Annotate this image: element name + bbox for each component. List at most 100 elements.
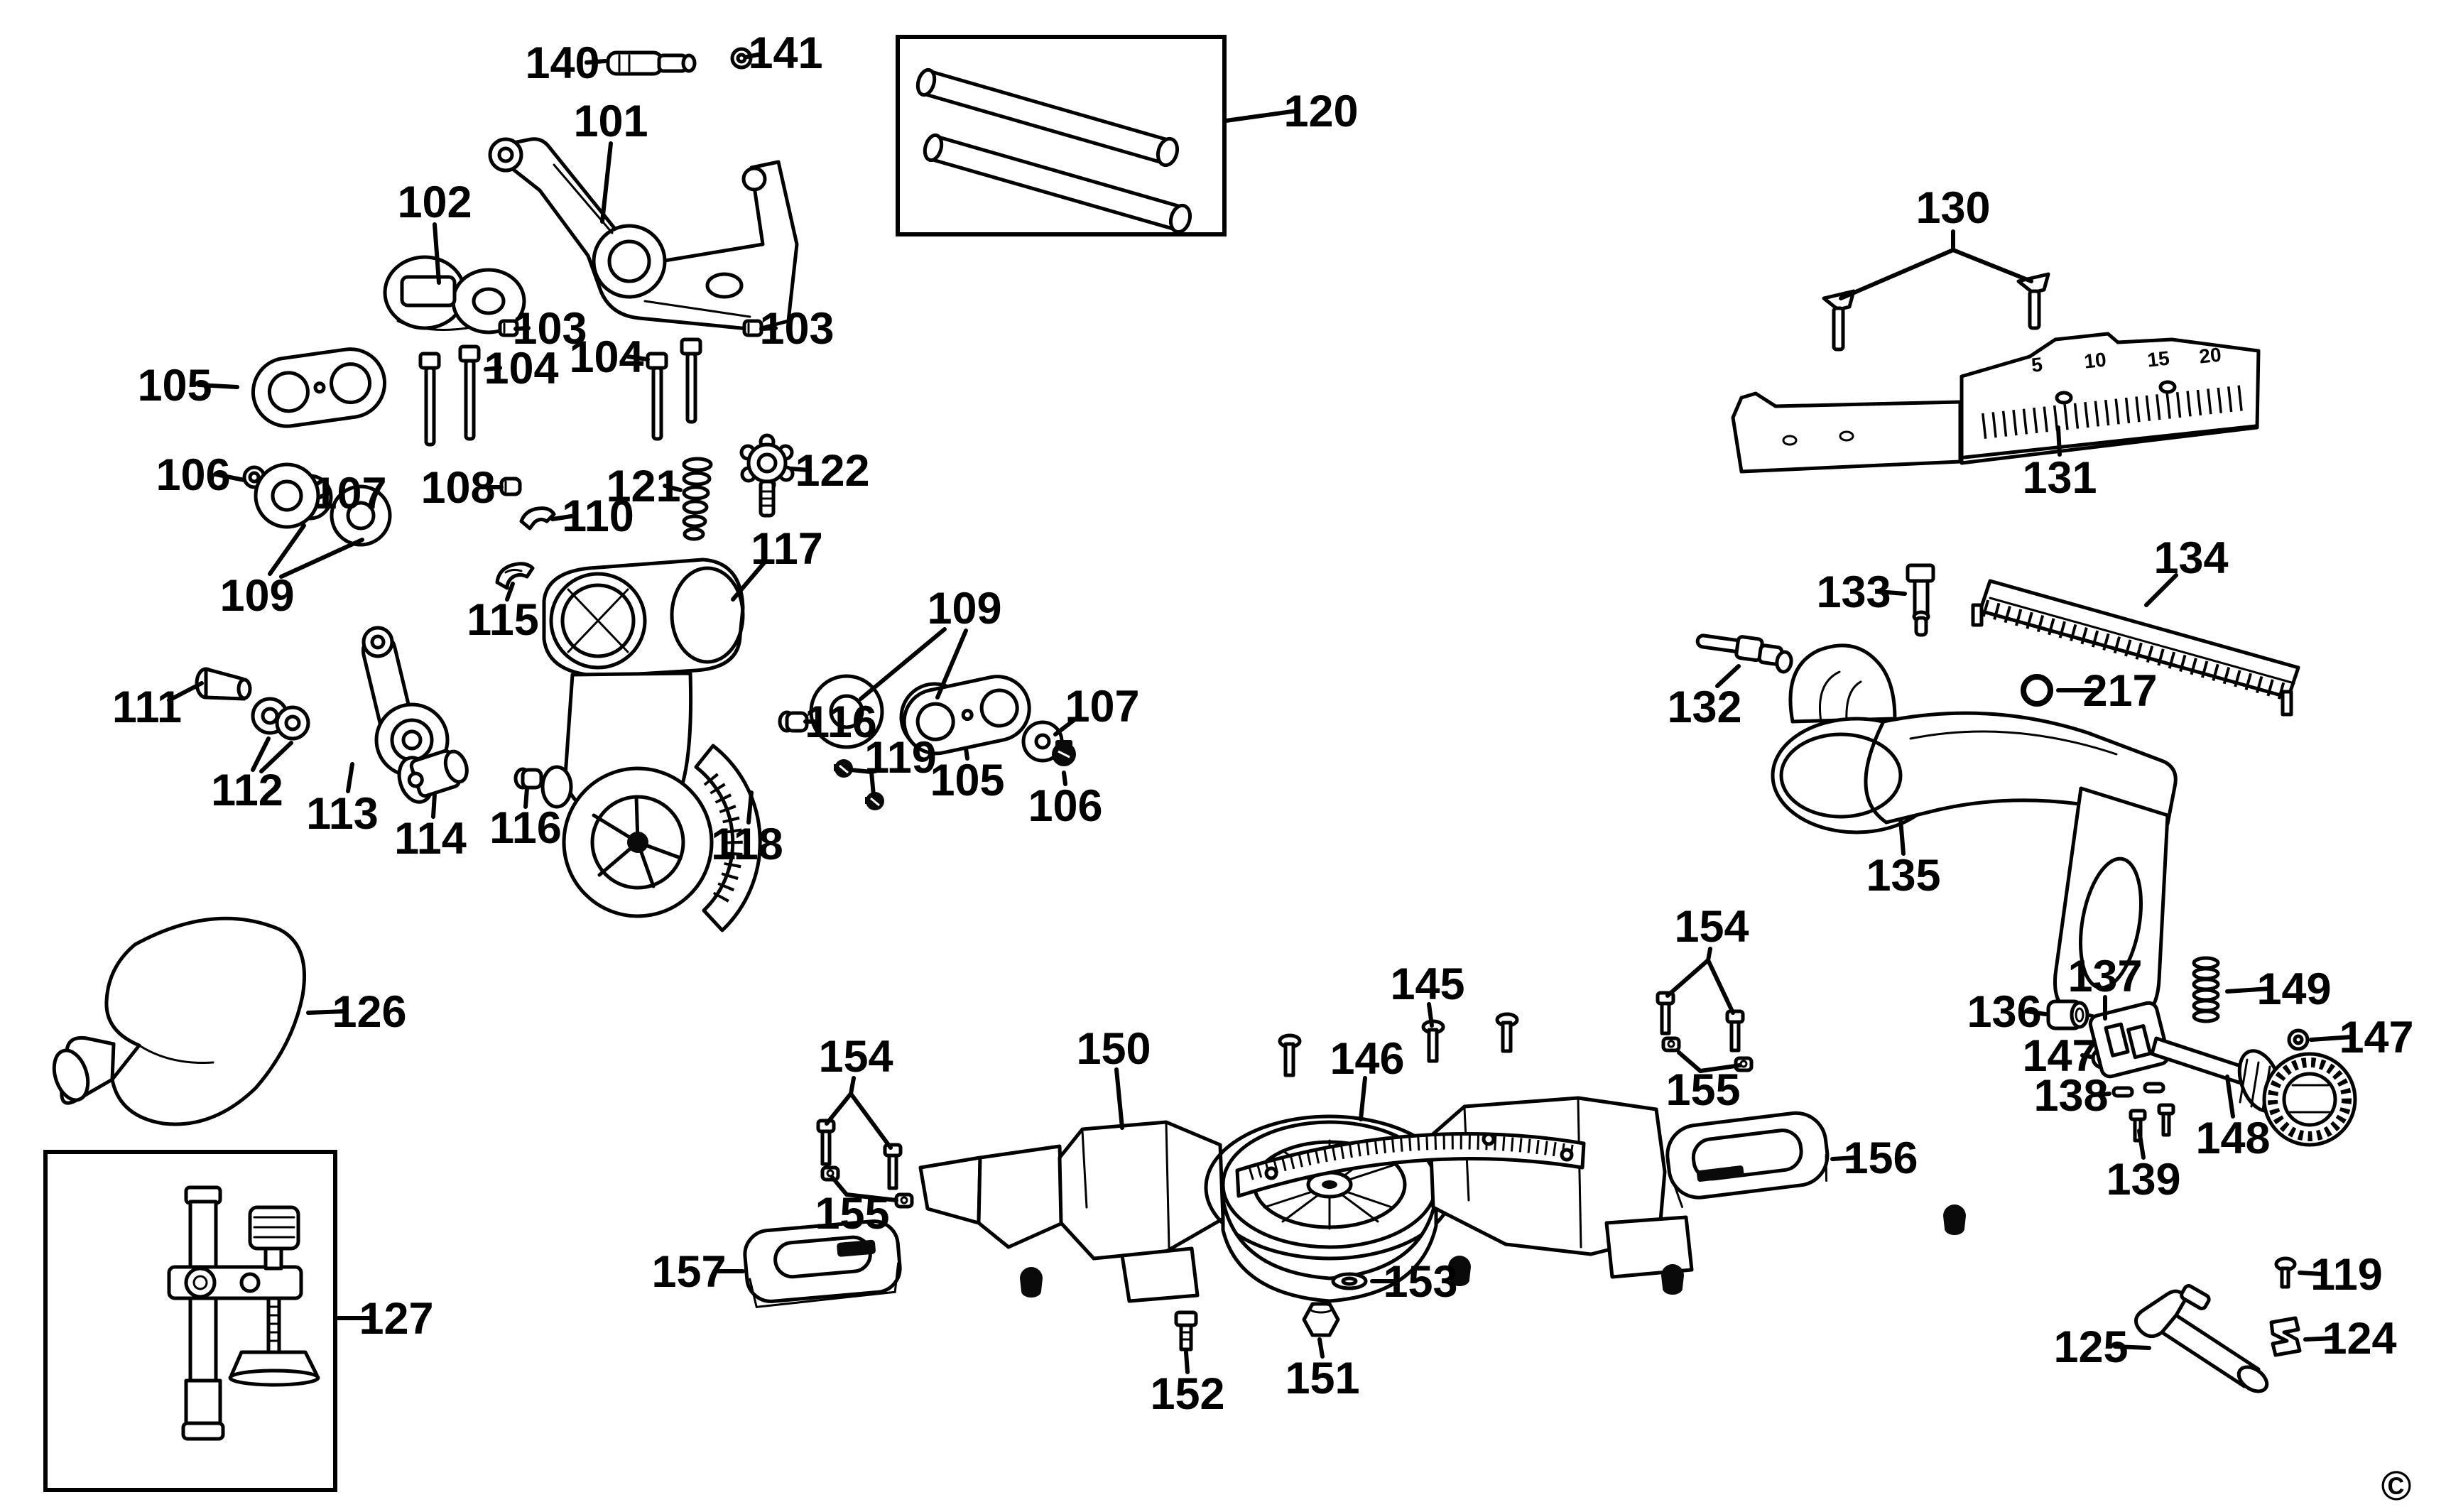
part-116-bolt-left (513, 767, 543, 790)
part-108-spacer (499, 477, 522, 496)
part-106-bolt-right (1052, 740, 1076, 766)
callout-label-136: 136 (1967, 987, 2041, 1037)
callout-label-118: 118 (711, 820, 783, 869)
leader-line-112-0 (251, 736, 271, 772)
leader-line-139-0 (2137, 1128, 2146, 1160)
leader-line-105-0 (197, 383, 239, 389)
part-115-spring-clip (495, 562, 535, 590)
part-152-bolt (1174, 1310, 1198, 1351)
leader-line-109-0 (268, 523, 306, 576)
callout-label-106: 106 (1028, 781, 1102, 831)
part-105-link-plate-right (902, 675, 1031, 756)
callout-label-148: 148 (2195, 1114, 2270, 1163)
part-120-rail-kit-box (896, 35, 1227, 236)
fence-ruler-mark-20: 20 (2198, 344, 2222, 368)
leader-line-140-0 (585, 59, 607, 65)
leader-line-103-0 (759, 326, 778, 331)
callout-label-103: 103 (759, 304, 834, 354)
leader-line-154-1 (849, 1092, 893, 1150)
leader-line-152-0 (1184, 1350, 1190, 1374)
callout-label-155: 155 (815, 1189, 889, 1239)
callout-label-125: 125 (2053, 1322, 2128, 1372)
callout-label-155: 155 (1665, 1065, 1740, 1115)
part-141-washer (730, 47, 753, 70)
leader-line-120-0 (1224, 109, 1299, 123)
part-122-lock-knob (739, 433, 795, 518)
part-148-stop-assembly (2088, 1001, 2357, 1147)
leader-line-131-0 (2056, 425, 2062, 457)
copyright-mark: © (2381, 1463, 2412, 1509)
part-109-washers-left (254, 462, 392, 547)
callout-label-152: 152 (1150, 1369, 1224, 1419)
leader-line-154-0 (1665, 947, 1712, 998)
leader-line-133-0 (1876, 589, 1907, 596)
callout-label-217: 217 (2082, 666, 2157, 716)
part-127-clamp-box (43, 1150, 337, 1492)
part-121-spring (682, 457, 713, 541)
leader-line-122-0 (789, 467, 812, 472)
callout-label-145: 145 (1390, 959, 1464, 1009)
part-112-washers (251, 697, 310, 741)
callout-label-112: 112 (211, 766, 283, 815)
leader-line-106-0 (1062, 771, 1067, 786)
leader-line-125-0 (2113, 1344, 2151, 1350)
callout-label-103: 103 (512, 304, 587, 354)
leader-line-101-0 (600, 141, 613, 224)
fence-ruler-mark-10: 10 (2083, 349, 2107, 373)
callout-label-105: 105 (137, 361, 212, 410)
part-153-washer (1331, 1272, 1368, 1290)
part-124-wrench-clip (2269, 1316, 2302, 1357)
leader-line-112-1 (259, 741, 293, 773)
leader-line-109-1 (935, 629, 968, 700)
leader-line-126-0 (306, 1009, 347, 1015)
part-138-pins (2111, 1082, 2165, 1098)
callout-label-109: 109 (219, 571, 294, 621)
part-134-kerf-grate (1971, 579, 2300, 717)
callout-label-114: 114 (394, 814, 467, 864)
callout-label-126: 126 (332, 987, 406, 1037)
callout-label-111: 111 (112, 682, 182, 732)
leader-line-103-0 (513, 326, 531, 331)
leader-line-113-0 (346, 762, 354, 793)
part-126-dust-bag (52, 916, 306, 1126)
callout-label-134: 134 (2153, 533, 2228, 583)
part-101-support-bracket (488, 137, 799, 332)
callout-label-119: 119 (864, 733, 937, 783)
callout-label-120: 120 (1283, 87, 1358, 136)
part-151-nut (1302, 1302, 1340, 1337)
leader-line-layer (167, 52, 2354, 1374)
callout-label-104: 104 (484, 344, 558, 393)
part-150-left-cover (918, 1120, 1225, 1303)
leader-line-155-0 (830, 1175, 849, 1197)
leader-line-117-0 (731, 559, 768, 602)
leader-line-154-1 (1706, 958, 1735, 1015)
callout-label-108: 108 (420, 463, 495, 513)
part-136-bushing (2046, 999, 2089, 1030)
callout-label-106: 106 (156, 450, 230, 500)
part-157-foot-pad (743, 1219, 902, 1308)
part-154-bolts-left (816, 1119, 903, 1190)
leader-line-109-1 (279, 538, 364, 579)
leader-line-147-0 (2309, 1035, 2354, 1042)
part-155-nuts-left (820, 1165, 914, 1209)
leader-line-145-0 (1427, 1002, 1434, 1028)
callout-label-138: 138 (2033, 1071, 2108, 1121)
leader-line-148-0 (2225, 1075, 2235, 1119)
part-114-bevel-lock (397, 749, 469, 804)
callout-label-109: 109 (927, 584, 1001, 633)
fence-ruler-mark-5: 5 (2031, 353, 2044, 376)
callout-label-147: 147 (2339, 1013, 2413, 1062)
leader-line-151-0 (1317, 1337, 1325, 1359)
leader-line-121-0 (663, 484, 683, 492)
callout-label-154: 154 (1674, 902, 1749, 952)
leader-line-119-1 (869, 770, 876, 798)
callout-label-139: 139 (2106, 1155, 2180, 1204)
part-140-pivot-pin (606, 50, 697, 76)
callout-label-156: 156 (1843, 1133, 1918, 1183)
leader-line-109-0 (859, 627, 947, 701)
leader-line-107-0 (1053, 714, 1082, 736)
callout-label-149: 149 (2256, 964, 2331, 1014)
leader-line-114-0 (431, 792, 437, 819)
